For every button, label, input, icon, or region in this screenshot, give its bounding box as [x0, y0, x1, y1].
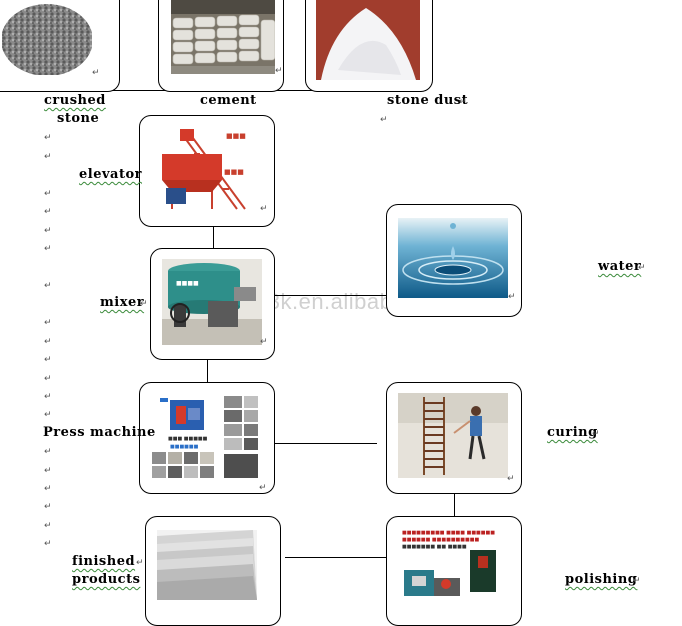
elevator-label: elevator	[79, 166, 142, 184]
svg-text:■■■■■■: ■■■■■■	[170, 444, 199, 450]
polishing-finished-connector	[285, 557, 387, 558]
paragraph-mark: ↵	[136, 558, 144, 568]
crushed-label-line1: crushed	[44, 93, 106, 108]
paragraph-mark: ↵	[44, 337, 52, 347]
crushed-stone-image	[2, 0, 92, 75]
pan-mixer-image: ■■■■	[162, 259, 262, 345]
svg-text:■■■■■■■■■ ■■■■ ■■■■■■: ■■■■■■■■■ ■■■■ ■■■■■■	[402, 530, 495, 536]
cement-label: cement	[200, 92, 257, 110]
finished-products-label: finished	[72, 553, 135, 571]
crushed-stone-label: crushed	[44, 92, 106, 110]
paragraph-mark: ↵	[44, 447, 52, 457]
curing-polishing-connector	[454, 494, 455, 516]
powder-image	[316, 0, 420, 80]
curing-rack-image	[398, 393, 508, 478]
svg-text:■■■■: ■■■■	[176, 280, 199, 287]
polishing-label: polishing	[565, 571, 637, 589]
paragraph-mark: ↵	[44, 318, 52, 328]
elevator-mixer-connector	[213, 226, 214, 249]
paragraph-mark: ↵	[44, 152, 52, 162]
paragraph-mark: ↵	[44, 484, 52, 494]
paragraph-mark: ↵	[507, 474, 515, 484]
paragraph-mark: ↵	[44, 207, 52, 217]
press-machine-image: ■■■ ■■■■■ ■■■■■■	[150, 392, 262, 484]
paragraph-mark: ↵	[44, 355, 52, 365]
paragraph-mark: ↵	[633, 576, 641, 586]
svg-text:■■■■■■■ ■■ ■■■■: ■■■■■■■ ■■ ■■■■	[402, 544, 467, 550]
cement-bags-image	[171, 0, 275, 74]
water-image	[398, 218, 508, 298]
paragraph-mark: ↵	[380, 115, 388, 125]
paragraph-mark: ↵	[260, 337, 268, 347]
press-curing-connector	[274, 443, 377, 444]
svg-text:■■■: ■■■	[224, 168, 244, 176]
tile-stack-image	[157, 530, 257, 600]
paragraph-mark: ↵	[92, 68, 100, 78]
paragraph-mark: ↵	[44, 410, 52, 420]
mixer-label: mixer	[100, 294, 144, 312]
paragraph-mark: ↵	[44, 521, 52, 531]
mixer-press-connector	[207, 359, 208, 382]
paragraph-mark: ↵	[44, 392, 52, 402]
finished-products-image	[157, 530, 257, 600]
paragraph-mark: ↵	[592, 429, 600, 439]
polishing-image: ■■■■■■■■■ ■■■■ ■■■■■■ ■■■■■■ ■■■■■■■■■■ …	[398, 526, 508, 600]
paragraph-mark: ↵	[44, 502, 52, 512]
elevator-machine-image: ■■■ ■■■	[152, 124, 256, 212]
paragraph-mark: ↵	[508, 292, 516, 302]
svg-text:■■■: ■■■	[226, 132, 246, 140]
press-machine-tiles-image: ■■■ ■■■■■ ■■■■■■	[150, 392, 262, 484]
elevator-image: ■■■ ■■■	[152, 124, 256, 212]
polishing-machine-image: ■■■■■■■■■ ■■■■ ■■■■■■ ■■■■■■ ■■■■■■■■■■ …	[398, 526, 508, 600]
paragraph-mark: ↵	[44, 374, 52, 384]
mixer-image: ■■■■	[162, 259, 262, 345]
paragraph-mark: ↵	[260, 204, 268, 214]
paragraph-mark: ↵	[44, 539, 52, 549]
gravel-image	[2, 0, 92, 75]
paragraph-mark: ↵	[44, 466, 52, 476]
curing-label: curing	[547, 424, 598, 442]
crushed-stone-label-line2: stone	[57, 110, 99, 128]
svg-text:■■■■■■ ■■■■■■■■■■: ■■■■■■ ■■■■■■■■■■	[402, 537, 479, 543]
svg-text:■■■ ■■■■■: ■■■ ■■■■■	[168, 436, 208, 442]
paragraph-mark: ↵	[638, 263, 646, 273]
paragraph-mark: ↵	[44, 244, 52, 254]
paragraph-mark: ↵	[44, 281, 52, 291]
cement-image	[171, 0, 275, 74]
stone-dust-label: stone dust	[387, 92, 468, 110]
paragraph-mark: ↵	[44, 189, 52, 199]
paragraph-mark: ↵	[275, 66, 283, 76]
paragraph-mark: ↵	[459, 97, 467, 107]
water-drop-image	[398, 218, 508, 298]
water-label: water	[598, 258, 641, 276]
paragraph-mark: ↵	[140, 299, 148, 309]
paragraph-mark: ↵	[44, 133, 52, 143]
stone-dust-image	[316, 0, 420, 80]
press-machine-label: Press machine	[43, 424, 156, 442]
finished-products-label-line2: products	[72, 571, 140, 589]
paragraph-mark: ↵	[44, 226, 52, 236]
mixer-water-connector	[275, 295, 387, 296]
curing-image	[398, 393, 508, 478]
paragraph-mark: ↵	[259, 483, 267, 493]
